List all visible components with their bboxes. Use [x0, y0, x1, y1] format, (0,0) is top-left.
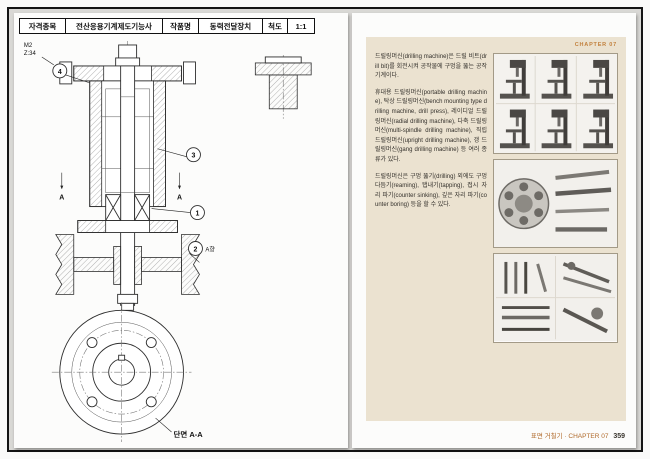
book-spread-frame: 자격종목 전산응용기계제도기능사 작품명 동력전달장치 척도 1:1	[7, 7, 643, 452]
photo-drill-chuck-and-bits	[493, 159, 618, 249]
field-workname-value: 동력전달장치	[199, 19, 263, 33]
v-pulley-section	[55, 234, 201, 311]
balloon-2: 2 A향	[188, 241, 215, 263]
photo-taps-and-reamers	[493, 253, 618, 343]
photo-drilling-machine-types	[493, 53, 618, 155]
footer-page-number: 359	[613, 433, 625, 440]
svg-text:1: 1	[196, 211, 200, 218]
bearing-symbol	[105, 194, 151, 222]
section-arrow-a-right: A	[177, 172, 182, 202]
section-a-a-view	[51, 302, 192, 443]
keyway	[118, 354, 126, 361]
field-scale-label: 척도	[263, 19, 288, 33]
main-shaft	[120, 65, 136, 306]
running-header: CHAPTER 07	[574, 42, 617, 48]
lower-flange	[77, 220, 178, 233]
assembly-drawing: A A M2 Z:34 4 3	[24, 40, 312, 443]
svg-text:2: 2	[194, 246, 198, 253]
view-direction-label: A향	[205, 245, 215, 253]
svg-text:4: 4	[58, 69, 62, 76]
paragraph-types: 휴대용 드릴링머신(portable drilling machine), 탁상…	[375, 89, 487, 163]
gear-note-module: M2	[24, 43, 33, 49]
drawing-title-block: 자격종목 전산응용기계제도기능사 작품명 동력전달장치 척도 1:1	[19, 18, 315, 34]
field-category-value: 전산응용기계제도기능사	[66, 19, 163, 33]
field-category-label: 자격종목	[20, 19, 66, 33]
balloon-1: 1	[151, 205, 205, 221]
right-page: CHAPTER 07 드릴링머신(drilling machine)은 드릴 비…	[352, 13, 636, 448]
drilling-machines-collage	[494, 54, 617, 154]
section-arrow-a-left: A	[59, 172, 64, 202]
section-arrow-label: A	[59, 195, 64, 202]
footer-chapter: 표면 거칠기 · CHAPTER 07	[530, 433, 609, 440]
balloon-3: 3	[157, 147, 201, 163]
section-label: 단면 A-A	[174, 429, 204, 439]
paragraph-intro: 드릴링머신(drilling machine)은 드릴 비트(drill bit…	[375, 54, 487, 80]
paragraph-processes: 드릴링머신은 구멍 뚫기(drilling) 외에도 구멍 다듬기(reamin…	[375, 173, 487, 209]
taps-and-reamers-collage	[494, 254, 617, 342]
shaft-top-nut	[115, 44, 141, 67]
svg-text:3: 3	[192, 153, 196, 160]
content-panel: CHAPTER 07 드릴링머신(drilling machine)은 드릴 비…	[366, 37, 626, 421]
drill-chuck-and-bits-image	[494, 160, 617, 248]
field-scale-value: 1:1	[295, 21, 307, 31]
flanged-bushing-part	[254, 56, 312, 110]
photo-column	[493, 53, 618, 348]
field-workname-label: 작품명	[163, 19, 199, 33]
balloon-4: 4	[52, 63, 90, 84]
section-arrow-label: A	[177, 195, 182, 202]
gear-note-teeth: Z:34	[24, 51, 37, 57]
left-page: 자격종목 전산응용기계제도기능사 작품명 동력전달장치 척도 1:1	[14, 13, 348, 448]
page-footer: 표면 거칠기 · CHAPTER 07 359	[531, 430, 625, 440]
body-text: 드릴링머신(drilling machine)은 드릴 비트(drill bit…	[375, 53, 487, 348]
